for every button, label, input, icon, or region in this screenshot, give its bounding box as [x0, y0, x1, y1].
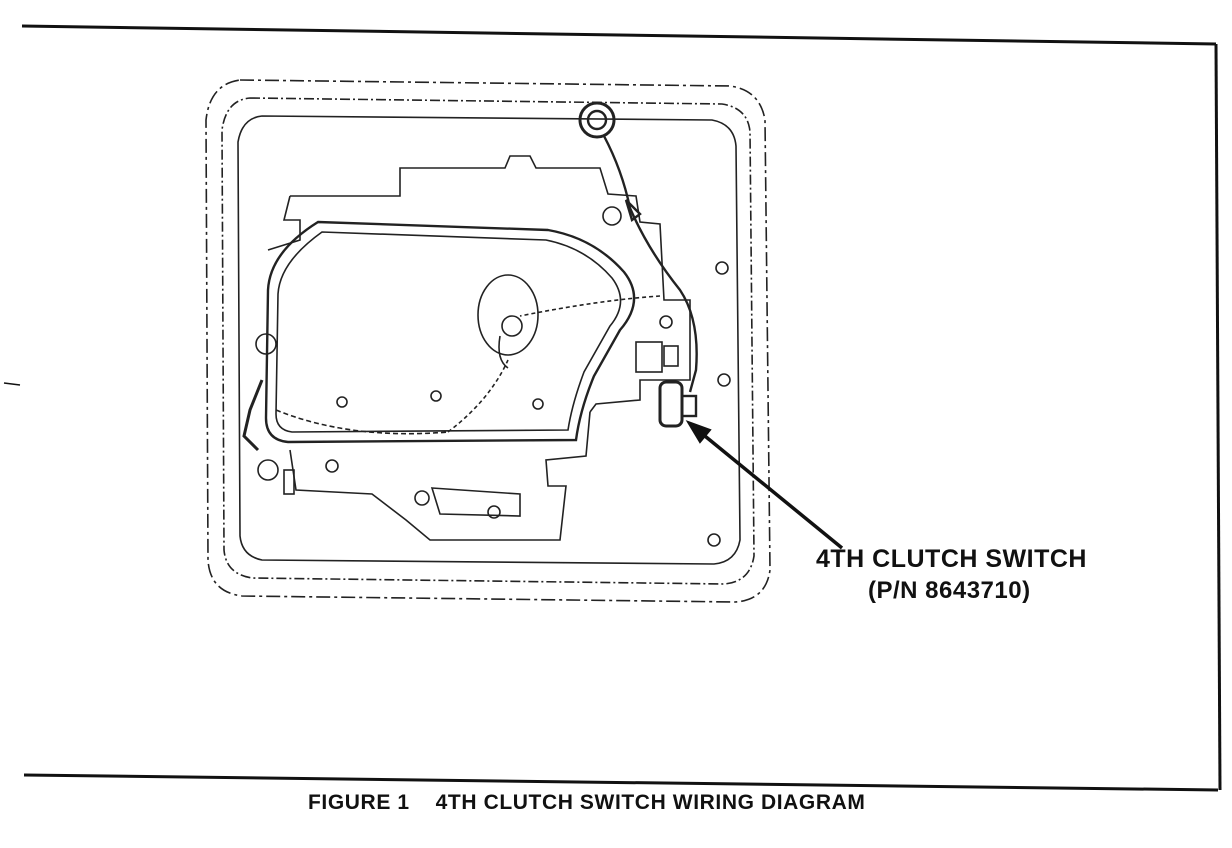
fourth-clutch-switch-body: [658, 380, 684, 428]
transmission-valve-body-drawing: [205, 79, 771, 603]
wire-left: [275, 409, 449, 435]
filter-screen-outline: [264, 220, 636, 444]
wire-branch: [519, 295, 661, 317]
filter-screen-inner: [275, 231, 622, 433]
callout-label-name: 4TH CLUTCH SWITCH: [816, 545, 1087, 573]
figure-title: 4TH CLUTCH SWITCH WIRING DIAGRAM: [435, 791, 866, 814]
filter-intake-port: [501, 315, 523, 337]
page-border: [3, 24, 1222, 792]
valve-body-left: [267, 195, 301, 251]
figure-caption: FIGURE 1 4TH CLUTCH SWITCH WIRING DIAGRAM: [308, 791, 865, 815]
filter-intake-boss: [477, 274, 539, 356]
callout-label-part-number: (P/N 8643710): [868, 577, 1031, 604]
valve-body-lower: [289, 411, 591, 541]
wire-harness: [602, 135, 698, 393]
figure-number: FIGURE 1: [308, 791, 410, 814]
pan-inner-edge: [237, 115, 741, 565]
valve-body-upper: [290, 155, 691, 413]
pan-inner-flange: [221, 97, 755, 585]
pan-outer-flange: [205, 79, 771, 603]
case-connector: [578, 101, 616, 139]
callout-arrow: [685, 420, 844, 550]
solenoid-block: [635, 341, 663, 373]
